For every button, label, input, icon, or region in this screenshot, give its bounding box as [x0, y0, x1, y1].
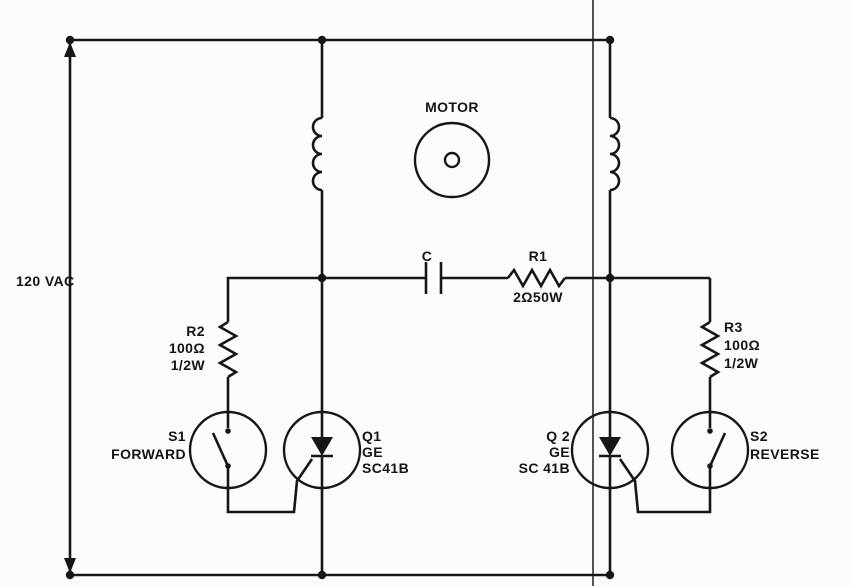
s1-contact-top — [225, 428, 231, 434]
junction-dot — [605, 570, 615, 580]
inductor-right-winding — [609, 116, 621, 192]
label-motor: MOTOR — [425, 99, 479, 115]
label-r2: R2 — [186, 323, 205, 339]
resistor-r2-symbol — [217, 320, 239, 379]
s1-contact-bottom — [225, 463, 231, 469]
label-s1-function: FORWARD — [111, 446, 186, 462]
resistor-r1-symbol — [506, 267, 567, 289]
junction-dot — [65, 570, 75, 580]
junction-dot — [605, 273, 615, 283]
label-r1: R1 — [529, 248, 548, 264]
wire-s2-to-q2-gate — [618, 458, 712, 514]
q2-triangle-icon — [599, 437, 621, 456]
label-r2-rating: 1/2W — [171, 357, 206, 373]
junction-dot — [317, 273, 327, 283]
label-s1: S1 — [168, 428, 186, 444]
s1-blade — [211, 432, 229, 465]
junction-dot — [605, 35, 615, 45]
label-r3: R3 — [724, 319, 743, 335]
label-capacitor-c: C — [422, 248, 433, 264]
label-q1: Q1 — [362, 428, 381, 444]
label-q2-part: SC 41B — [519, 460, 570, 476]
junction-dot — [317, 35, 327, 45]
arrow-up-icon — [64, 42, 76, 57]
label-r3-rating: 1/2W — [724, 355, 759, 371]
label-r2-value: 100Ω — [169, 340, 205, 356]
label-q1-mfr: GE — [362, 444, 383, 460]
s2-blade — [709, 432, 727, 465]
label-s2: S2 — [750, 428, 768, 444]
label-q2-mfr: GE — [549, 444, 570, 460]
motor-armature-icon — [443, 151, 461, 169]
label-r1-value: 2Ω50W — [513, 289, 563, 305]
resistor-r3-symbol — [699, 320, 721, 379]
s2-contact-bottom — [707, 463, 713, 469]
s2-contact-top — [707, 428, 713, 434]
wire-s1-to-q1-gate — [226, 458, 314, 514]
label-q1-part: SC41B — [362, 460, 409, 476]
arrow-down-icon — [64, 558, 76, 573]
label-supply-voltage: 120 VAC — [16, 273, 75, 289]
junction-dot — [65, 35, 75, 45]
label-r3-value: 100Ω — [724, 337, 760, 353]
label-s2-function: REVERSE — [750, 446, 820, 462]
label-q2: Q 2 — [546, 428, 570, 444]
wire-mid-left — [226, 276, 426, 322]
junction-dot — [317, 570, 327, 580]
q1-triangle-icon — [311, 437, 333, 456]
inductor-left-winding — [311, 116, 323, 192]
motor-symbol — [413, 121, 491, 199]
